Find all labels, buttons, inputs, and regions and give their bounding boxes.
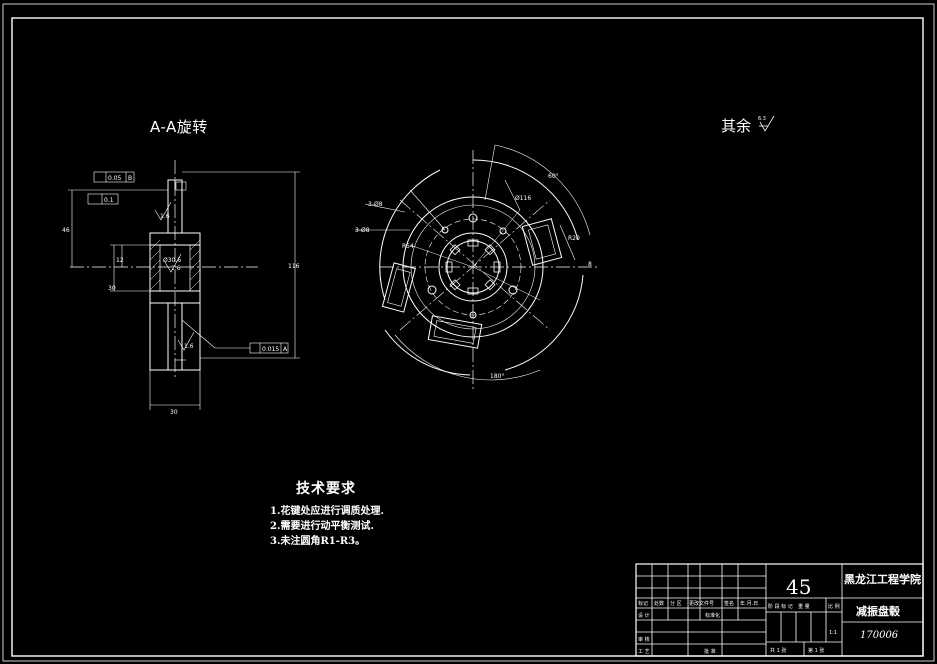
outer-border	[2, 3, 935, 662]
title-block-school: 黑龙江工程学院	[844, 573, 921, 586]
dim-hub: 12	[116, 257, 124, 264]
section-view	[68, 160, 300, 410]
hole-label-2: 3-Ø8	[355, 227, 370, 234]
dim-height: 46	[62, 227, 70, 234]
title-block-part-name: 减振盘毂	[856, 605, 900, 618]
dia-116: Ø116	[515, 195, 531, 202]
tb-header-1: 处数	[654, 600, 664, 607]
tb-row-1: 标准化	[705, 612, 720, 619]
hole-label: 3-Ø8	[368, 201, 383, 208]
radius-20: R20	[568, 235, 580, 242]
tech-requirements-title: 技术要求	[296, 481, 356, 497]
title-block	[635, 563, 924, 657]
gdt-top-value: 0.05	[108, 175, 122, 182]
dim-width: 30	[170, 409, 178, 416]
roughness-2: 1.6	[171, 265, 181, 272]
title-block-material: 45	[786, 575, 812, 599]
tb-scale: 1:1	[829, 630, 837, 636]
title-block-drawing-code: 170006	[860, 630, 899, 641]
tb-sheet-total: 共 1 张	[770, 647, 786, 654]
tech-requirement-item: 1.花键处应进行调质处理.	[270, 506, 384, 517]
plan-view	[355, 144, 600, 390]
tb-row-3: 工 艺	[638, 649, 650, 655]
tb-sheet-no: 第 1 张	[808, 647, 824, 654]
roughness-3: 1.6	[184, 343, 194, 350]
tb-stage-2: 比 例	[828, 603, 840, 610]
dim-spline: Ø30.6	[163, 257, 181, 264]
tech-requirement-item: 2.需要进行动平衡测试.	[270, 521, 374, 532]
gdt-bottom-value: 0.015	[262, 346, 279, 353]
roughness-value: 6.3	[758, 116, 766, 122]
radius-54: R54	[402, 243, 414, 250]
tb-row-2: 审 核	[638, 636, 650, 643]
tb-stage-0: 阶 段 标 记	[768, 603, 793, 610]
dim-8: 8	[588, 261, 592, 268]
tb-row-4: 批 准	[704, 648, 716, 655]
gdt-bottom-ref: A	[283, 346, 288, 353]
section-view-label: A-A旋转	[150, 118, 208, 136]
angle-180: 180°	[490, 373, 504, 380]
roughness-1: 1.6	[160, 213, 170, 220]
gdt-top-ref: B	[128, 175, 132, 182]
tb-header-3: 更改文件号	[689, 600, 714, 607]
tb-header-2: 分 区	[670, 600, 682, 607]
inner-border	[11, 17, 924, 657]
tb-row-0: 设 计	[638, 612, 650, 619]
tb-stage-1: 重 量	[798, 603, 810, 610]
tb-header-4: 签名	[724, 600, 734, 607]
tb-header-0: 标记	[638, 600, 648, 607]
tb-header-5: 年.月.日	[740, 600, 758, 607]
gdt-flat-value: 0.1	[104, 197, 114, 204]
angle-60: 60°	[548, 173, 559, 180]
tech-requirement-item: 3.未注圆角R1-R3。	[270, 536, 366, 547]
surface-roughness-note: 其余	[721, 117, 752, 135]
dim-bore: 30	[108, 285, 116, 292]
dim-total: 116	[288, 263, 300, 270]
roughness-symbol	[759, 115, 775, 132]
